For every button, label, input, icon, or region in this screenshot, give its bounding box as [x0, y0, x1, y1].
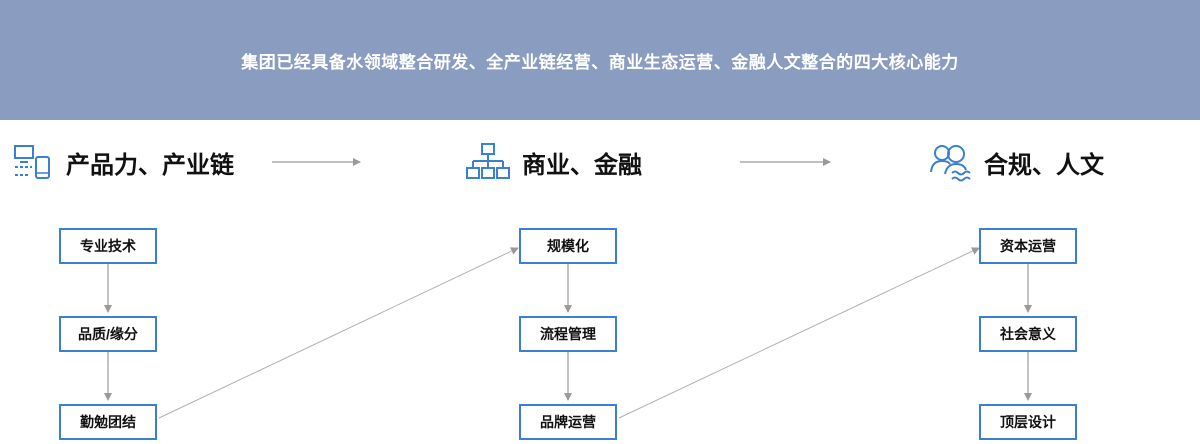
diagonal-arrow-1	[158, 247, 519, 419]
diagonal-arrow-2	[618, 247, 980, 419]
column-header-compliance: 合规、人文	[928, 142, 1104, 182]
node-capital: 资本运营	[979, 228, 1077, 264]
devices-icon	[10, 142, 54, 182]
people-icon	[928, 142, 972, 182]
node-quality: 品质/缘分	[59, 316, 157, 352]
node-brand: 品牌运营	[519, 404, 617, 440]
column-title: 商业、金融	[522, 151, 642, 179]
banner-title: 集团已经具备水领域整合研发、全产业链经营、商业生态运营、金融人文整合的四大核心能…	[241, 52, 959, 72]
column-header-business: 商业、金融	[466, 142, 642, 182]
node-process: 流程管理	[519, 316, 617, 352]
node-top-design: 顶层设计	[979, 404, 1077, 440]
node-professional-tech: 专业技术	[59, 228, 157, 264]
node-diligence: 勤勉团结	[59, 404, 157, 440]
node-social: 社会意义	[979, 316, 1077, 352]
column-header-product: 产品力、产业链	[10, 142, 234, 182]
org-chart-icon	[466, 142, 510, 182]
node-scale: 规模化	[519, 228, 617, 264]
column-title: 合规、人文	[984, 151, 1104, 179]
header-banner: 集团已经具备水领域整合研发、全产业链经营、商业生态运营、金融人文整合的四大核心能…	[0, 0, 1200, 120]
column-title: 产品力、产业链	[66, 151, 234, 179]
